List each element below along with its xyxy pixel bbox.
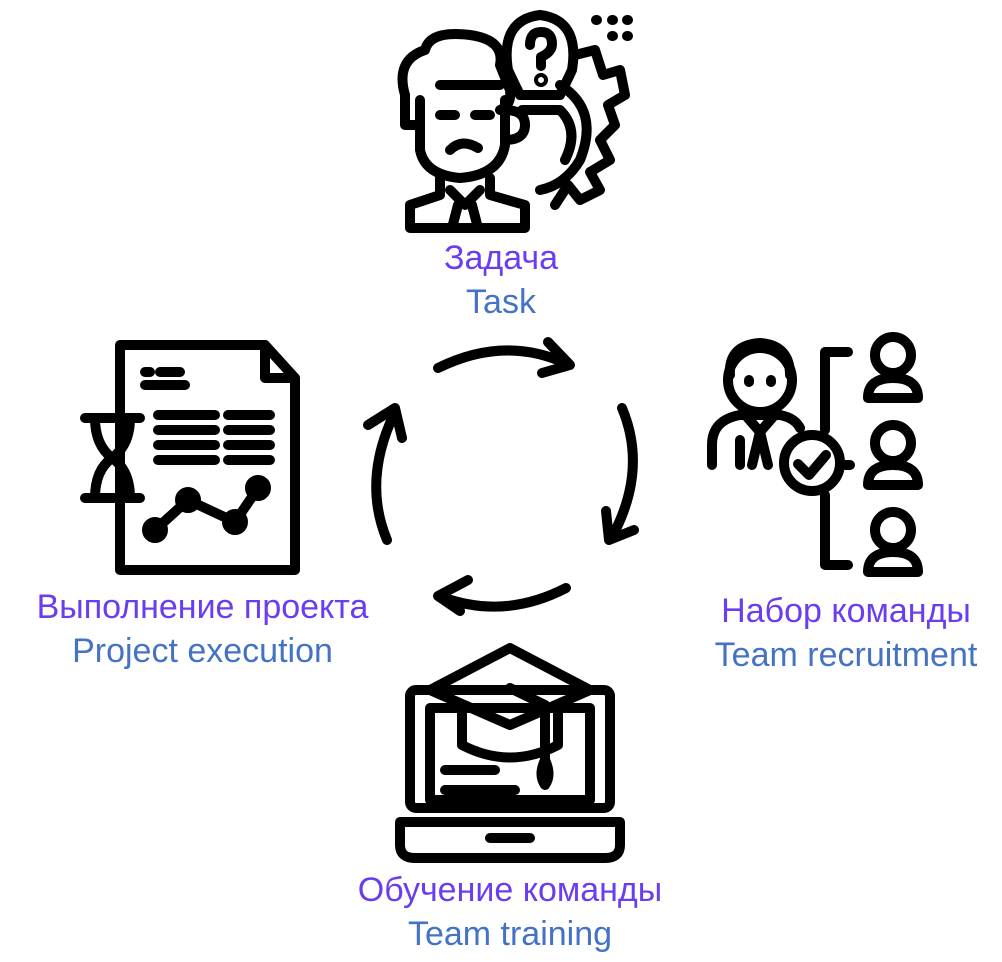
step-execution-ru: Выполнение проекта <box>36 588 369 626</box>
step-task-label: Задача Task <box>401 236 601 324</box>
laptop-base <box>395 817 625 863</box>
cycle-arrowhead-bottom <box>433 575 473 616</box>
cycle-arrowhead-left <box>363 403 407 443</box>
cycle-arrowhead-top <box>537 337 575 378</box>
cycle-arrow-bottom <box>437 583 571 612</box>
lightbulb-icon <box>501 10 579 100</box>
cycle-arrow-right <box>607 403 638 542</box>
step-execution-label: Выполнение проекта Project execution <box>0 585 405 673</box>
step-training-label: Обучение команды Team training <box>300 868 720 956</box>
step-task-en: Task <box>466 283 536 321</box>
step-training-en: Team training <box>407 915 613 953</box>
cycle-arrowhead-right <box>601 506 639 545</box>
gear-icon <box>550 45 630 210</box>
cycle-arrow-left <box>371 407 400 545</box>
step-training-ru: Обучение команды <box>357 871 663 909</box>
step-execution-en: Project execution <box>72 632 333 670</box>
hourglass-icon <box>80 413 145 503</box>
step-team-label: Набор команды Team recruitment <box>690 589 1002 677</box>
step-task-ru: Задача <box>443 239 559 277</box>
check-circle-icon <box>779 430 845 496</box>
face <box>415 95 510 183</box>
document-icon <box>115 340 300 575</box>
cycle-arrow-top <box>433 345 572 373</box>
step-team-en: Team recruitment <box>714 636 978 674</box>
step-team-ru: Набор команды <box>721 592 971 630</box>
graduation-cap-icon <box>425 643 595 730</box>
line-chart-icon <box>150 483 263 535</box>
